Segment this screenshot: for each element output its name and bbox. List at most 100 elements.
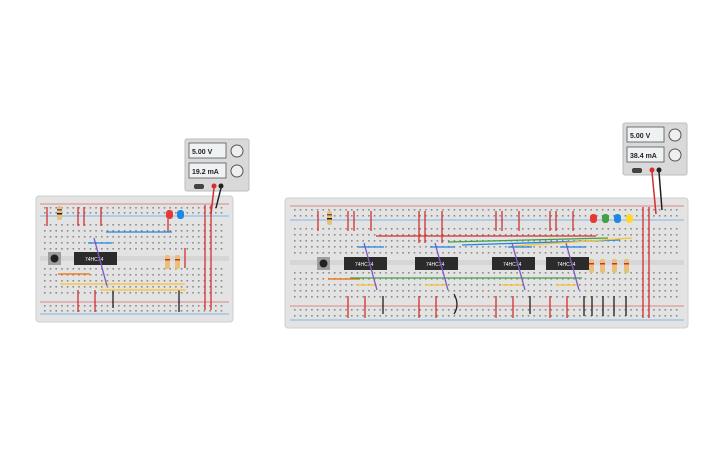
- small-resistor-3[interactable]: [175, 255, 180, 269]
- large-current-knob[interactable]: [668, 148, 682, 162]
- large-led-red[interactable]: [590, 214, 597, 223]
- breadboard-hole: [294, 296, 296, 298]
- breadboard-hole: [118, 207, 120, 209]
- small-resistor-2[interactable]: [165, 255, 170, 269]
- breadboard-hole: [453, 284, 456, 286]
- breadboard-hole: [339, 209, 342, 211]
- breadboard-hole: [408, 290, 410, 292]
- breadboard-hole: [447, 296, 450, 298]
- breadboard-hole: [305, 234, 307, 236]
- large-resistor-1[interactable]: [327, 211, 332, 225]
- small-current-knob[interactable]: [230, 164, 244, 178]
- breadboard-hole: [459, 252, 461, 254]
- breadboard-hole: [419, 234, 421, 236]
- small-resistor-1[interactable]: [57, 206, 62, 220]
- large-chip-3[interactable]: 74HC74: [492, 257, 535, 270]
- breadboard-hole: [550, 272, 553, 274]
- breadboard-hole: [299, 246, 302, 248]
- breadboard-hole: [675, 272, 678, 274]
- breadboard-hole: [322, 240, 325, 242]
- large-resistor-5[interactable]: [624, 259, 629, 273]
- breadboard-hole: [613, 215, 615, 217]
- breadboard-hole: [567, 272, 570, 274]
- breadboard-hole: [140, 212, 143, 214]
- breadboard-hole: [470, 284, 473, 286]
- breadboard-hole: [636, 215, 638, 217]
- breadboard-hole: [584, 278, 587, 280]
- breadboard-hole: [618, 284, 621, 286]
- large-pushbutton[interactable]: [317, 257, 330, 270]
- breadboard-hole: [152, 292, 154, 294]
- breadboard-hole: [653, 228, 655, 230]
- small-negative-terminal[interactable]: [218, 183, 224, 189]
- breadboard-hole: [163, 286, 166, 288]
- large-led-blue[interactable]: [614, 214, 621, 223]
- breadboard-hole: [453, 278, 456, 280]
- breadboard-hole: [647, 290, 649, 292]
- large-chip-4[interactable]: 74HC74: [546, 257, 589, 270]
- breadboard-hole: [670, 234, 672, 236]
- breadboard-hole: [527, 252, 530, 254]
- breadboard-hole: [658, 246, 661, 248]
- small-power-supply[interactable]: 5.00 V 19.2 mA: [184, 138, 250, 192]
- breadboard-hole: [49, 268, 52, 270]
- large-negative-terminal[interactable]: [656, 167, 662, 173]
- breadboard-hole: [186, 207, 189, 209]
- breadboard-hole: [618, 228, 621, 230]
- large-chip-1[interactable]: 74HC74: [344, 257, 387, 270]
- breadboard-hole: [396, 290, 399, 292]
- large-power-supply[interactable]: 5.00 V 38.4 mA: [622, 122, 688, 176]
- breadboard-hole: [368, 272, 370, 274]
- large-voltage-knob[interactable]: [668, 128, 682, 142]
- breadboard-hole: [596, 234, 598, 236]
- small-chip[interactable]: 74HC74: [74, 252, 117, 265]
- large-resistor-2[interactable]: [589, 259, 594, 273]
- breadboard-hole: [129, 286, 132, 288]
- breadboard-hole: [636, 315, 638, 317]
- breadboard-hole: [345, 215, 347, 217]
- breadboard-hole: [533, 272, 535, 274]
- breadboard-hole: [197, 212, 200, 214]
- large-resistor-4[interactable]: [612, 259, 617, 273]
- breadboard-hole: [601, 284, 604, 286]
- breadboard-hole: [413, 315, 416, 317]
- breadboard-hole: [356, 290, 359, 292]
- breadboard-hole: [544, 240, 547, 242]
- breadboard-hole: [539, 252, 541, 254]
- breadboard-hole: [362, 272, 364, 274]
- small-led-red[interactable]: [166, 210, 173, 219]
- large-chip-2[interactable]: 74HC74: [415, 257, 458, 270]
- large-led-green[interactable]: [602, 214, 609, 223]
- breadboard-hole: [95, 310, 97, 312]
- small-positive-terminal[interactable]: [211, 183, 217, 189]
- breadboard-hole: [430, 296, 433, 298]
- large-led-yellow[interactable]: [626, 214, 633, 223]
- breadboard-hole: [504, 246, 507, 248]
- large-power-switch[interactable]: [632, 168, 642, 173]
- breadboard-hole: [129, 224, 132, 226]
- large-resistor-3[interactable]: [600, 259, 605, 273]
- breadboard-hole: [362, 215, 364, 217]
- breadboard-hole: [197, 286, 200, 288]
- breadboard-hole: [487, 209, 490, 211]
- breadboard-hole: [146, 236, 149, 238]
- breadboard-hole: [613, 252, 615, 254]
- breadboard-hole: [89, 286, 92, 288]
- breadboard-hole: [607, 252, 610, 254]
- breadboard-hole: [328, 228, 330, 230]
- breadboard-hole: [550, 234, 553, 236]
- small-led-blue[interactable]: [177, 210, 184, 219]
- breadboard-hole: [158, 292, 160, 294]
- breadboard-hole: [442, 215, 444, 217]
- breadboard-hole: [390, 240, 393, 242]
- small-pushbutton[interactable]: [48, 252, 61, 265]
- breadboard-hole: [89, 274, 92, 276]
- large-positive-terminal[interactable]: [649, 167, 655, 173]
- small-power-switch[interactable]: [194, 184, 204, 189]
- breadboard-hole: [66, 224, 69, 226]
- breadboard-hole: [158, 230, 160, 232]
- small-voltage-knob[interactable]: [230, 144, 244, 158]
- breadboard-hole: [305, 290, 307, 292]
- breadboard-hole: [504, 278, 507, 280]
